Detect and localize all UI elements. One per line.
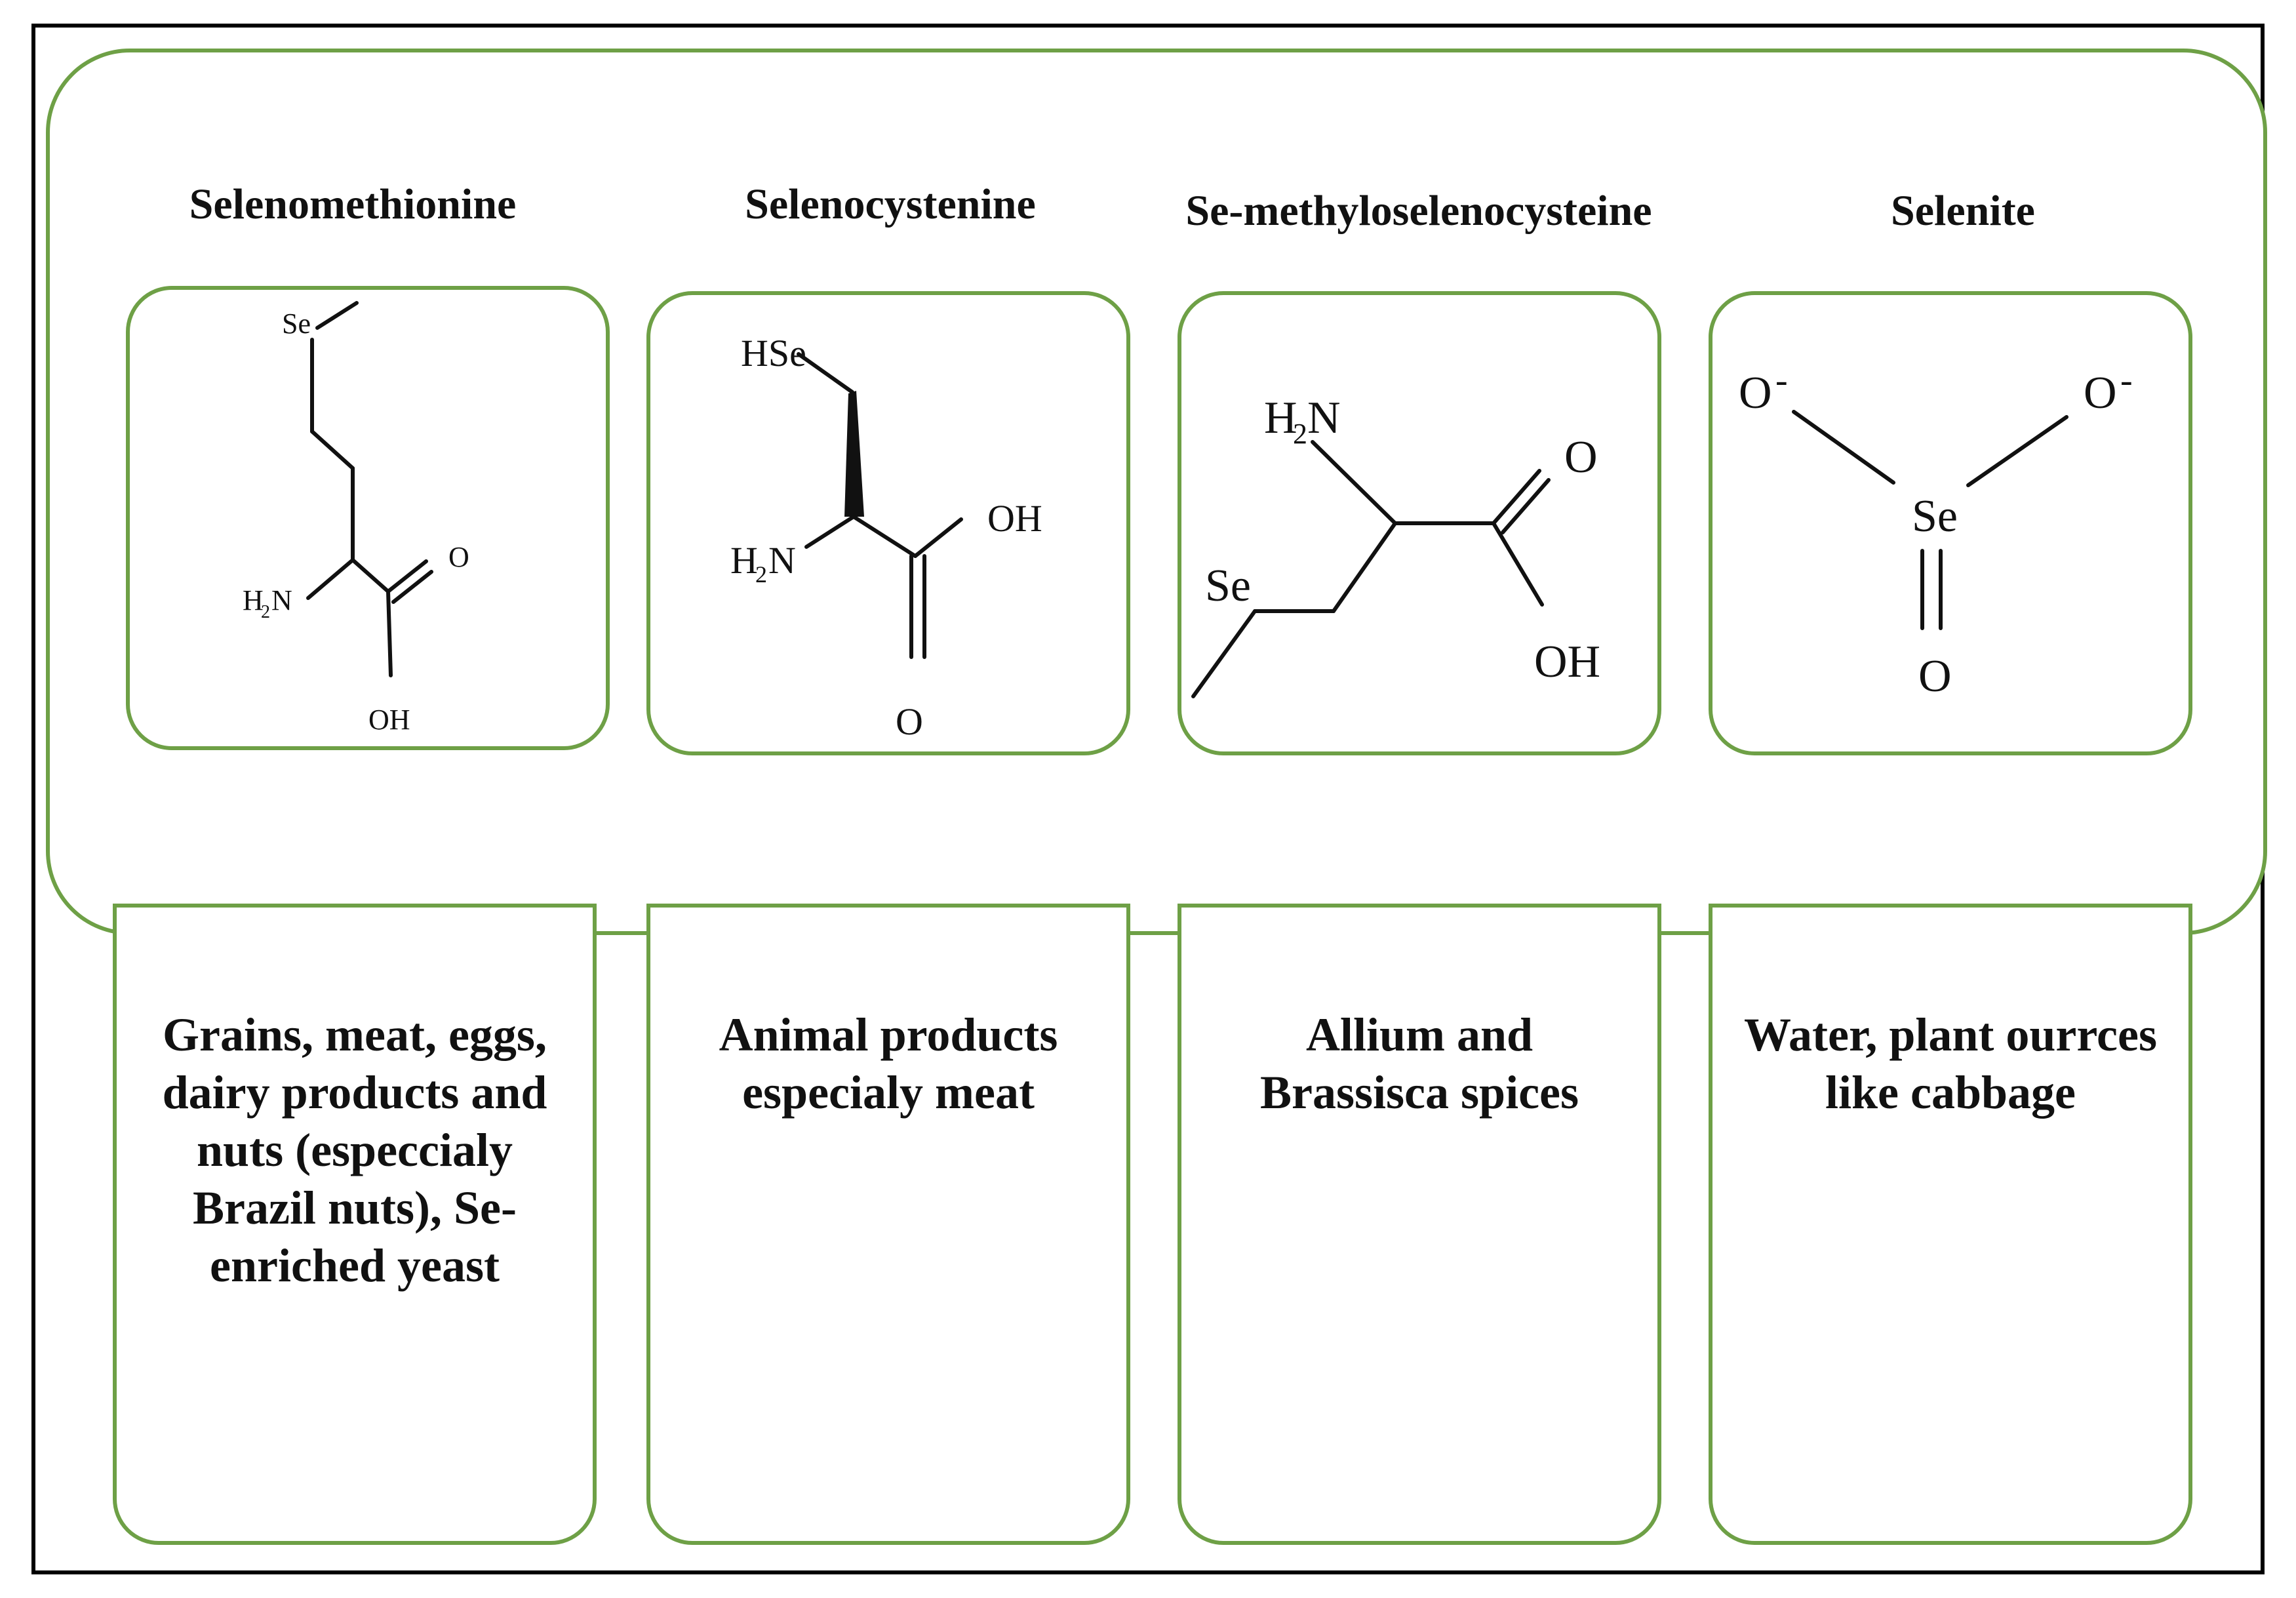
bond xyxy=(913,517,963,558)
selenocystenine-structure: HSe H 2 N OH O xyxy=(730,332,1042,743)
bond xyxy=(1191,609,1257,698)
atom-n: N xyxy=(271,584,292,616)
atom-n: N xyxy=(768,539,796,582)
atom-h: H xyxy=(1264,393,1297,443)
bond xyxy=(804,515,856,549)
atom-o: O xyxy=(448,541,469,573)
charge-minus: - xyxy=(2120,360,2133,401)
title-selenocystenine: Selenocystenine xyxy=(745,180,1036,228)
bond xyxy=(391,570,433,604)
selenomethionine-structure: Se H 2 N O OH xyxy=(243,301,469,736)
selenite-structure: O - O - Se O xyxy=(1739,360,2133,702)
source-text: Water, plant ourrces like cabbage xyxy=(1744,1009,2157,1119)
source-text: Allium and Brassisca spices xyxy=(1260,1009,1579,1119)
se-methyloselenocysteine-structure: H 2 N O Se OH xyxy=(1191,393,1600,698)
structure-box-selenomethionine: Se H 2 N O OH xyxy=(126,286,610,750)
atom-o: O xyxy=(2084,368,2117,418)
atom-h: H xyxy=(730,539,758,582)
bond xyxy=(1311,440,1397,525)
atom-se: Se xyxy=(1205,561,1251,611)
title-selenomethionine: Selenomethionine xyxy=(189,180,517,228)
structure-box-se-methyloselenocysteine: H 2 N O Se OH xyxy=(1178,291,1661,755)
atom-hse: HSe xyxy=(741,332,806,374)
atom-subscript-2: 2 xyxy=(755,561,767,588)
atom-o: O xyxy=(1739,368,1772,418)
bond xyxy=(1332,521,1397,613)
bond xyxy=(1492,469,1541,525)
source-box-se-methyloselenocysteine: Allium and Brassisca spices xyxy=(1178,904,1661,1545)
atom-subscript-2: 2 xyxy=(261,602,270,622)
atom-oh: OH xyxy=(368,704,410,736)
atom-se: Se xyxy=(282,308,311,340)
atom-se: Se xyxy=(1912,491,1958,542)
source-text: Animal products especialy meat xyxy=(719,1009,1058,1119)
bond xyxy=(306,558,355,600)
source-box-selenomethionine: Grains, meat, eggs, dairy products and n… xyxy=(113,904,597,1545)
atom-oh: OH xyxy=(987,497,1042,540)
atom-o: O xyxy=(1918,651,1952,702)
atom-h: H xyxy=(243,584,264,616)
bond xyxy=(797,352,854,394)
title-selenite: Selenite xyxy=(1891,187,2035,235)
charge-minus: - xyxy=(1775,360,1788,401)
bond xyxy=(1966,415,2068,487)
atom-subscript-2: 2 xyxy=(1293,418,1307,450)
source-box-selenocystenine: Animal products especialy meat xyxy=(646,904,1130,1545)
bond xyxy=(310,429,355,470)
atom-n: N xyxy=(1307,393,1341,443)
bond xyxy=(386,559,428,593)
bond xyxy=(351,558,390,593)
bond xyxy=(315,301,359,330)
title-se-methyloselenocysteine: Se-methyloselenocysteine xyxy=(1185,187,1652,235)
wedge-bond xyxy=(844,391,864,517)
bond xyxy=(1492,521,1544,607)
bond xyxy=(852,515,917,558)
atom-o: O xyxy=(1564,432,1598,483)
bond xyxy=(386,589,393,677)
structure-box-selenocystenine: HSe H 2 N OH O xyxy=(646,291,1130,755)
source-text: Grains, meat, eggs, dairy products and n… xyxy=(162,1009,547,1292)
atom-oh: OH xyxy=(1534,637,1600,687)
source-box-selenite: Water, plant ourrces like cabbage xyxy=(1709,904,2192,1545)
bond xyxy=(1501,478,1551,534)
atom-o: O xyxy=(896,700,923,743)
structure-box-selenite: O - O - Se O xyxy=(1709,291,2192,755)
bond xyxy=(1792,410,1895,485)
